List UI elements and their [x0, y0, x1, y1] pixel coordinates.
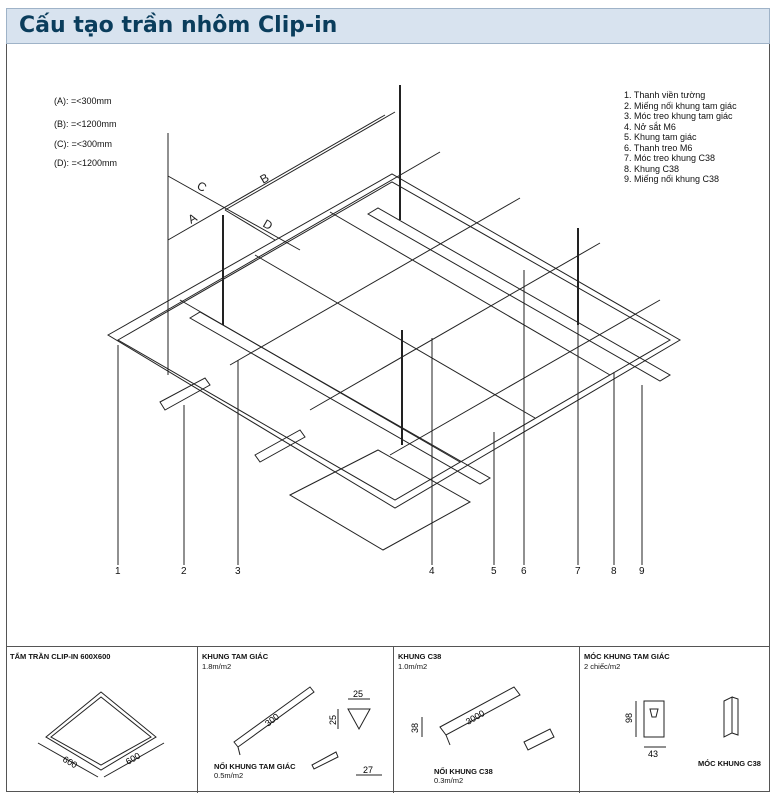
callout-9: 9: [639, 566, 645, 577]
callout-4: 4: [429, 566, 435, 577]
callout-7: 7: [575, 566, 581, 577]
wall-trim-inner: [116, 181, 672, 501]
legend-item: 2. Miếng nối khung tam giác: [624, 100, 737, 111]
grid-line: [229, 197, 521, 366]
tile-drawing: 600 600: [37, 691, 165, 778]
c38-height: 38: [410, 723, 420, 733]
callout-3: 3: [235, 566, 241, 577]
diagram-frame: [6, 44, 770, 792]
dimension-line-c: [167, 175, 301, 251]
panel-triangle-title: KHUNG TAM GIÁC: [202, 652, 269, 661]
tile-dim-b: 600: [124, 751, 142, 767]
grid-line: [329, 211, 611, 376]
hook-drawing: 98 43: [624, 696, 739, 759]
grid-line: [389, 299, 661, 456]
dimension-a: (A): =<300mm: [54, 96, 112, 106]
dimension-line-b: [224, 111, 396, 211]
panel-tile: TẤM TRẦN CLIP-IN 600X600 600 600: [6, 647, 198, 793]
dimension-b: (B): =<1200mm: [54, 119, 117, 129]
panel-hook: MÓC KHUNG TAM GIÁC 2 chiếc/m2 98 43 MÓC …: [580, 647, 770, 793]
triangle-frame-drawing: 300 25 25 27: [233, 686, 382, 776]
c38-hook-label: MÓC KHUNG C38: [698, 759, 761, 768]
hook-width: 43: [648, 749, 658, 759]
triangle-joint-dim: 27: [363, 765, 373, 775]
wall-trim-outline: [107, 173, 681, 509]
legend-item: 4. Nở sắt M6: [624, 121, 676, 132]
hook-height: 98: [624, 713, 634, 723]
legend-item: 7. Móc treo khung C38: [624, 153, 716, 163]
legend-item: 1. Thanh viền tường: [624, 90, 706, 100]
callout-6: 6: [521, 566, 527, 577]
panel-hook-title: MÓC KHUNG TAM GIÁC: [584, 652, 670, 661]
letter-d: D: [261, 216, 276, 233]
dimension-d: (D): =<1200mm: [54, 158, 118, 168]
grid-line: [309, 242, 601, 411]
letter-a: A: [186, 210, 200, 226]
panel-hook-rate: 2 chiếc/m2: [584, 662, 621, 671]
callout-5: 5: [491, 566, 497, 577]
panel-c38: KHUNG C38 1.0m/m2 3000 38 NỐI KHUNG C38 …: [394, 647, 580, 793]
panel-triangle-frame: KHUNG TAM GIÁC 1.8m/m2 300 25 25 27 NỐI …: [198, 647, 394, 793]
ceiling-assembly-drawing: A B C D: [107, 85, 681, 565]
triangle-length: 300: [263, 711, 281, 728]
c38-joint-title: NỐI KHUNG C38: [434, 767, 493, 776]
legend-item: 3. Móc treo khung tam giác: [624, 111, 733, 121]
triangle-width: 25: [353, 689, 363, 699]
callout-2: 2: [181, 566, 187, 577]
title-bar: Cấu tạo trần nhôm Clip-in: [6, 8, 770, 44]
panel-c38-rate: 1.0m/m2: [398, 662, 428, 671]
triangle-joint-rate: 0.5m/m2: [214, 771, 244, 780]
grid-line: [254, 254, 536, 419]
legend-item: 9. Miếng nối khung C38: [624, 174, 720, 184]
page-title: Cấu tạo trần nhôm Clip-in: [19, 13, 338, 38]
ceiling-tile-drawing: [288, 449, 472, 551]
c38-joint-rate: 0.3m/m2: [434, 776, 464, 785]
triangle-frame-end: [159, 377, 211, 411]
c38-channel: [189, 311, 491, 485]
legend-item: 8. Khung C38: [624, 163, 680, 174]
dimension-line-a: [167, 114, 386, 241]
grid-line: [149, 151, 441, 321]
panel-triangle-rate: 1.8m/m2: [202, 662, 232, 671]
dimension-line-d: [224, 209, 276, 241]
c38-channel: [367, 207, 671, 382]
triangle-height: 25: [328, 715, 338, 725]
c38-drawing: 3000 38: [410, 686, 555, 751]
triangle-joint-title: NỐI KHUNG TAM GIÁC: [214, 762, 296, 771]
panel-c38-title: KHUNG C38: [398, 652, 442, 661]
callout-8: 8: [611, 566, 617, 577]
parts-legend: 1. Thanh viền tường 2. Miếng nối khung t…: [624, 90, 737, 185]
legend-item: 5. Khung tam giác: [624, 132, 697, 142]
tile-dim-a: 600: [61, 754, 79, 770]
callout-1: 1: [115, 566, 121, 577]
legend-item: 6. Thanh treo M6: [624, 142, 693, 153]
panel-tile-title: TẤM TRẦN CLIP-IN 600X600: [10, 652, 111, 661]
components-panel: TẤM TRẦN CLIP-IN 600X600 600 600 KHUNG T…: [6, 646, 770, 793]
c38-length: 3000: [464, 708, 486, 727]
triangle-frame-end: [254, 429, 306, 463]
dimension-c: (C): =<300mm: [54, 139, 113, 149]
